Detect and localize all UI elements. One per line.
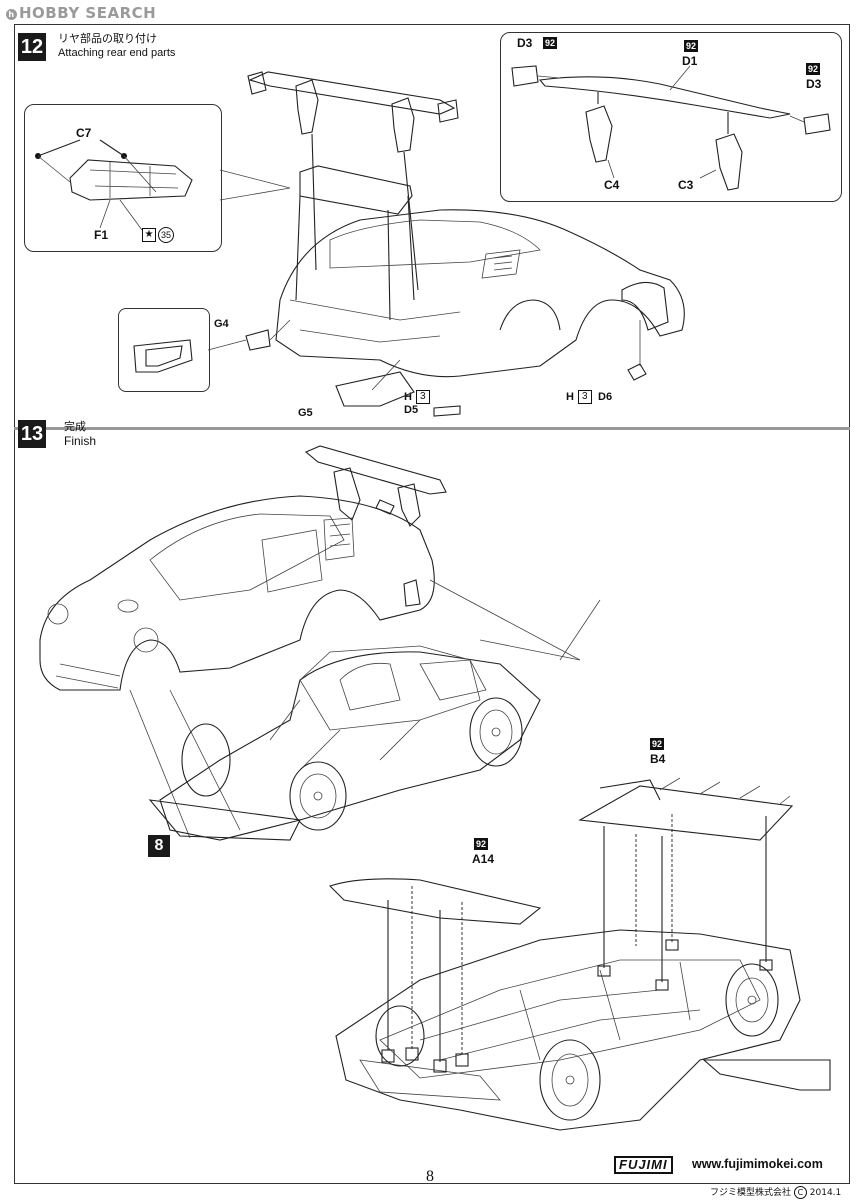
label-c4: C4 [604, 178, 620, 192]
label-d6: D6 [598, 391, 613, 403]
watermark-logo-icon: h [6, 9, 17, 20]
detail-f1-drawing [35, 139, 291, 231]
paint-92-a14: 92 [474, 838, 489, 850]
step-12-badge: 12 [18, 33, 46, 61]
ref-step-8-badge: 8 [148, 835, 170, 857]
label-g4: G4 [214, 318, 229, 330]
detail-callout-h [118, 308, 210, 392]
paint-92-d3-left: 92 [543, 37, 558, 49]
paint-92-b4: 92 [650, 738, 665, 750]
detail-callout-wing [500, 32, 842, 202]
label-f1: F1 [94, 228, 109, 242]
copyright-symbol: C [793, 1186, 807, 1199]
h-mid-number: 3 [416, 390, 430, 404]
step-13-badge: 13 [18, 420, 46, 448]
fujimi-logo: FUJIMI [614, 1156, 673, 1174]
paint-92-d3-right: 92 [806, 63, 821, 75]
h-right-number: 3 [578, 390, 592, 404]
step-12-title-jp: リヤ部品の取り付け [58, 32, 157, 45]
step-12-title-en: Attaching rear end parts [58, 47, 176, 59]
detail-wing-drawing [511, 65, 831, 191]
label-d5: D5 [404, 404, 419, 416]
label-h-mid: H [404, 391, 412, 403]
label-d3-right: D3 [806, 77, 822, 91]
step-divider [14, 427, 850, 430]
website-url: www.fujimimokei.com [692, 1157, 823, 1171]
label-b4: B4 [650, 752, 666, 766]
paint-92-d1: 92 [684, 40, 699, 52]
label-d3-left: D3 [517, 36, 533, 50]
copyright: フジミ模型株式会社 C 2014.1 [710, 1186, 842, 1199]
step-13-title-jp: 完成 [64, 420, 86, 433]
page-number: 8 [426, 1168, 434, 1185]
label-d1: D1 [682, 54, 698, 68]
label-g5: G5 [298, 407, 313, 419]
label-c3: C3 [678, 178, 694, 192]
label-c7: C7 [76, 126, 92, 140]
label-a14: A14 [472, 852, 495, 866]
step-13-title-en: Finish [64, 434, 97, 448]
step12-car-drawing [133, 71, 685, 417]
page-frame [14, 24, 850, 1184]
sticker-star-icon: ★ [142, 228, 156, 242]
sticker-number: 35 [158, 227, 174, 243]
label-h-right: H [566, 391, 574, 403]
